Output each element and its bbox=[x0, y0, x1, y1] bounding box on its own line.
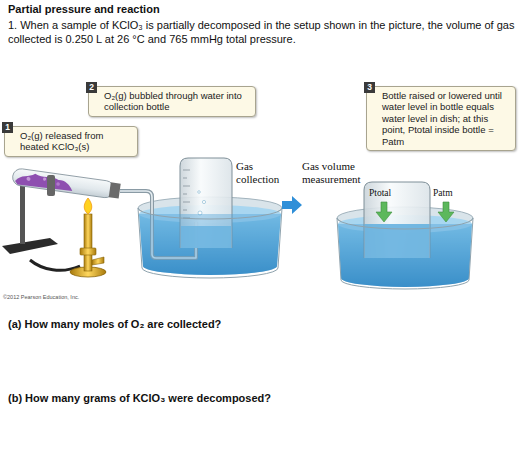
callout-box: 1O₂(g) released from heated KClO₃(s) bbox=[4, 126, 138, 157]
callout-text: O₂(g) released from heated KClO₃(s) bbox=[20, 130, 133, 153]
question-part: (a) How many moles of O₂ are collected? bbox=[8, 318, 516, 332]
copyright-note: ©2012 Pearson Education, Inc. bbox=[3, 294, 79, 301]
callout-number: 1 bbox=[2, 122, 13, 133]
pressure-label: Ptotal bbox=[369, 188, 391, 199]
collection-bottle bbox=[198, 191, 201, 194]
collection-bottle bbox=[183, 186, 190, 187]
pressure-label: Patm bbox=[433, 188, 453, 199]
test-tube bbox=[15, 171, 74, 192]
gas-hose bbox=[30, 260, 80, 270]
stand-base bbox=[2, 238, 58, 254]
bunsen-burner bbox=[80, 248, 96, 255]
callout-box: 2O₂(g) bubbled through water into collec… bbox=[88, 86, 256, 117]
test-tube bbox=[12, 168, 115, 199]
test-tube bbox=[43, 177, 47, 181]
clamp-jaw bbox=[47, 175, 55, 196]
dish-water-front bbox=[338, 224, 472, 287]
dish-water bbox=[338, 224, 472, 287]
collection-bottle bbox=[183, 170, 190, 218]
panel-caption: Gas volume measurement bbox=[302, 160, 374, 185]
dish-water bbox=[139, 214, 281, 275]
test-tube bbox=[26, 177, 31, 182]
dish-outline bbox=[138, 208, 282, 278]
bunsen-burner bbox=[84, 214, 92, 271]
ring-stand bbox=[2, 176, 58, 254]
test-tube bbox=[56, 182, 60, 186]
title: Partial pressure and reaction bbox=[8, 3, 160, 16]
bunsen-burner bbox=[92, 257, 104, 265]
callout-box: 3Bottle raised or lowered until water le… bbox=[366, 86, 516, 151]
dish-water-front bbox=[139, 214, 281, 275]
callout-text: O₂(g) bubbled through water into collect… bbox=[104, 90, 251, 113]
panel-caption: Gas collection bbox=[236, 160, 294, 185]
step-arrow bbox=[282, 196, 302, 214]
question-part: (b) How many grams of KClO₃ were decompo… bbox=[8, 392, 516, 406]
collection-bottle bbox=[183, 194, 187, 195]
pressure-arrow bbox=[376, 202, 392, 222]
burner-flame bbox=[84, 198, 92, 214]
test-tube bbox=[12, 168, 121, 200]
callout-number: 2 bbox=[86, 82, 97, 93]
callout-text: Bottle raised or lowered until water lev… bbox=[382, 90, 511, 147]
collection-bottle bbox=[183, 178, 187, 179]
collection-bottle bbox=[183, 210, 187, 211]
pressure-arrow bbox=[438, 202, 454, 222]
callout-number: 3 bbox=[364, 82, 375, 93]
question-text: 1. When a sample of KClO₃ is partially d… bbox=[8, 19, 520, 46]
collection-bottle bbox=[183, 170, 190, 171]
bunsen-burner bbox=[70, 214, 106, 277]
dish-outline bbox=[337, 218, 473, 289]
test-tube bbox=[109, 182, 121, 198]
collection-bottle bbox=[183, 202, 190, 203]
collection-bottle bbox=[202, 200, 205, 203]
